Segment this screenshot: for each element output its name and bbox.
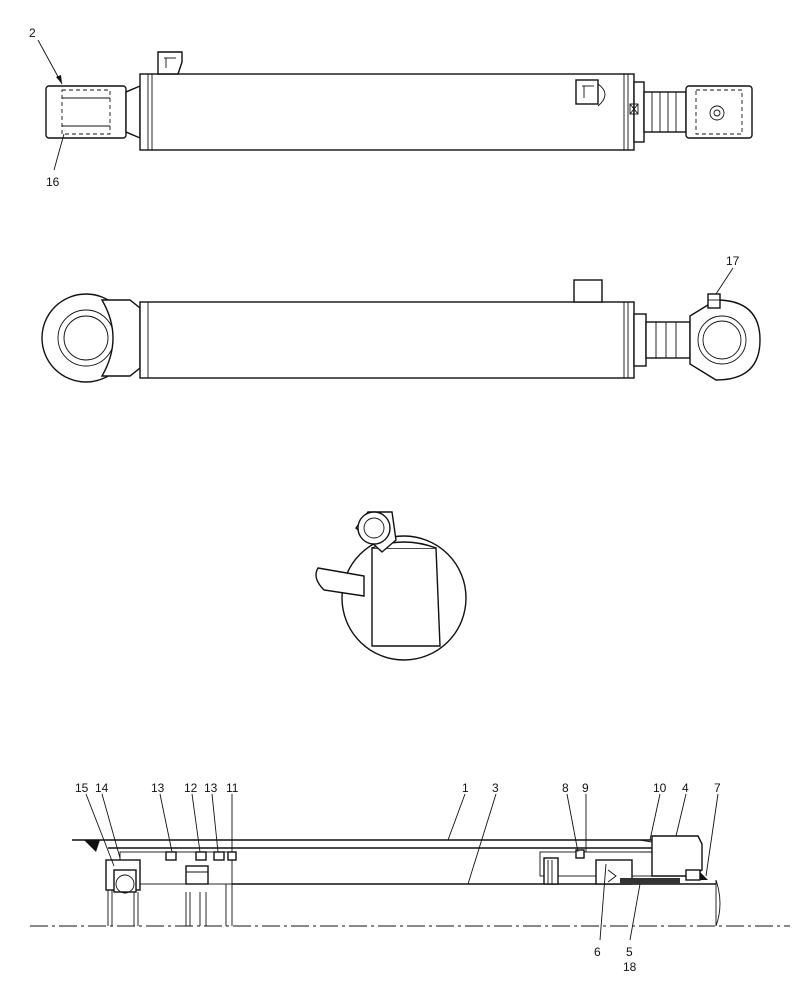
callout-18: 18	[623, 960, 637, 974]
callout-16: 16	[46, 175, 60, 189]
callout-3: 3	[492, 781, 499, 795]
leader-lines	[37, 39, 734, 941]
callout-15: 15	[75, 781, 89, 795]
callout-1: 1	[462, 781, 469, 795]
callout-2: 2	[29, 26, 36, 40]
callout-labels: 2 16 17 15 14 13 12 13 11 1 3 8 9 10 4 7…	[29, 26, 740, 974]
end-view-cylinder	[315, 511, 467, 661]
callout-17: 17	[726, 254, 740, 268]
top-view-cylinder	[45, 51, 753, 151]
callout-12: 12	[184, 781, 198, 795]
section-view-cylinder	[30, 835, 790, 927]
callout-9: 9	[582, 781, 589, 795]
callout-11: 11	[226, 781, 239, 795]
callout-13-left: 13	[151, 781, 165, 795]
side-view-cylinder	[41, 279, 761, 383]
callout-7: 7	[714, 781, 721, 795]
callout-4: 4	[682, 781, 689, 795]
callout-8: 8	[562, 781, 569, 795]
callout-10: 10	[653, 781, 667, 795]
callout-5: 5	[626, 945, 633, 959]
callout-13-right: 13	[204, 781, 218, 795]
callout-6: 6	[594, 945, 601, 959]
callout-14: 14	[95, 781, 109, 795]
